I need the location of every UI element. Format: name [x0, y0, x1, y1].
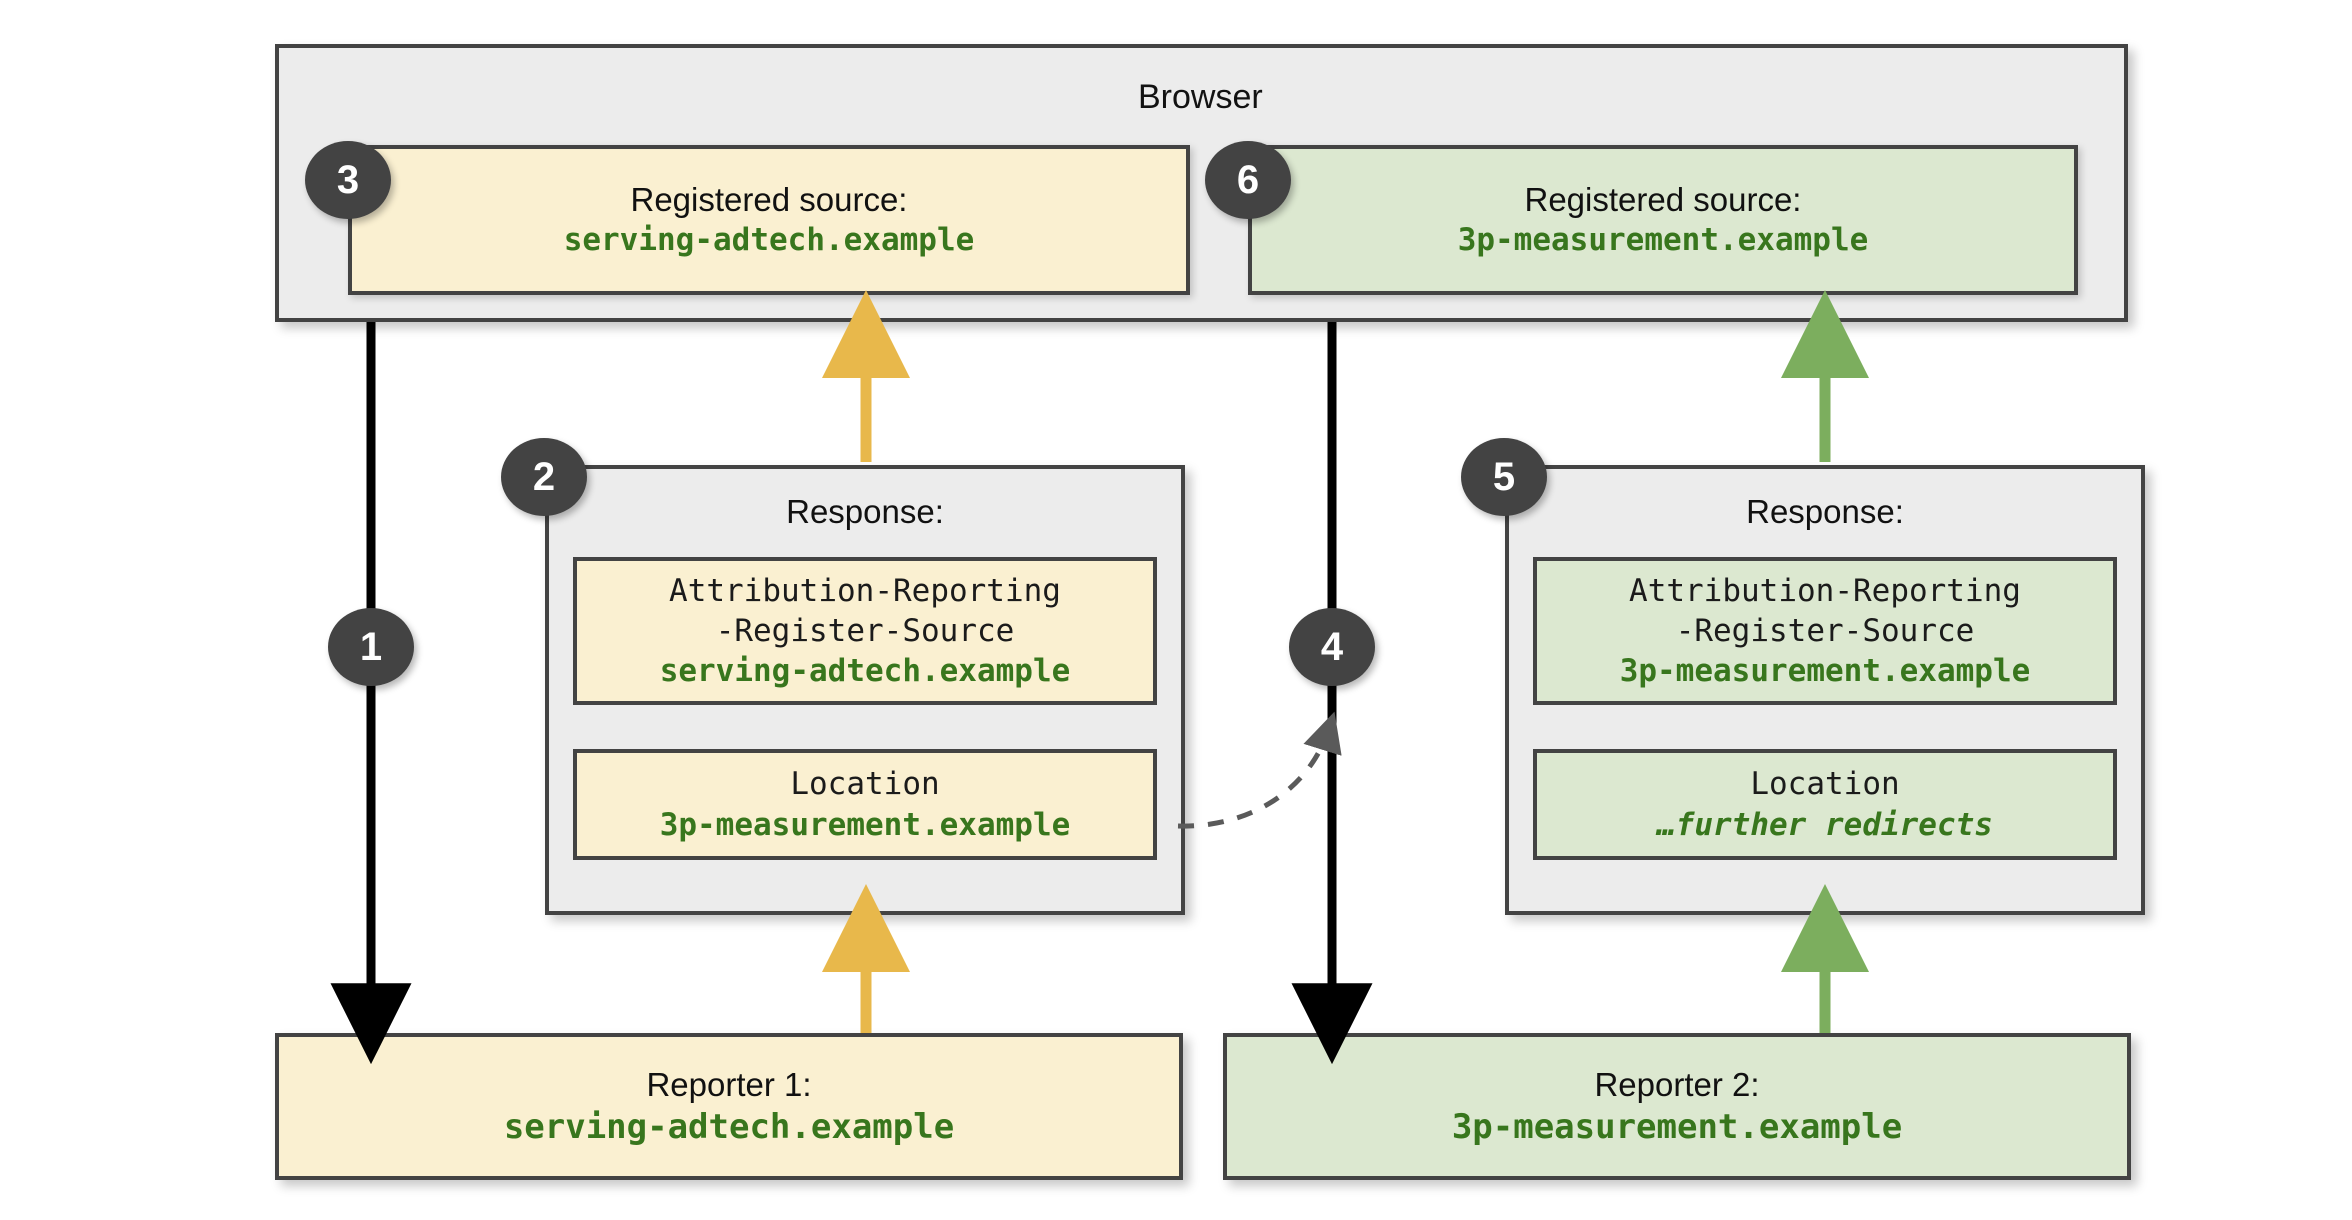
response-heading-2: Response: [1746, 493, 1904, 530]
step-badge-6: 6 [1205, 141, 1291, 219]
registered-source-card-1: Registered source: serving-adtech.exampl… [348, 145, 1190, 295]
response-2-card-1: Attribution-Reporting -Register-Source 3… [1533, 557, 2117, 705]
step-badge-2: 2 [501, 438, 587, 516]
reporter-2-heading: Reporter 2: [1594, 1065, 1760, 1103]
browser-label: Browser [1138, 78, 1263, 116]
reporter-1-value: serving-adtech.example [503, 1107, 955, 1148]
response-1-card-1: Attribution-Reporting -Register-Source s… [573, 557, 1157, 705]
step-badge-3: 3 [305, 141, 391, 219]
response-1-card-2-header-line1: Location [790, 766, 940, 803]
reporter-box-2: Reporter 2: 3p-measurement.example [1223, 1033, 2131, 1180]
reporter-1-heading: Reporter 1: [646, 1065, 812, 1103]
response-1-card-2: Location 3p-measurement.example [573, 749, 1157, 860]
response-1-card-1-header-line1: Attribution-Reporting [669, 572, 1061, 609]
response-2-card-1-header-line1: Attribution-Reporting [1629, 572, 2021, 609]
response-2-card-2-value: …further redirects [1657, 806, 1993, 843]
response-1-card-2-value: 3p-measurement.example [659, 806, 1071, 843]
response-1-card-1-header-line2: -Register-Source [715, 612, 1015, 649]
response-2-card-1-header-line2: -Register-Source [1675, 612, 1975, 649]
reporter-box-1: Reporter 1: serving-adtech.example [275, 1033, 1183, 1180]
reporter-2-value: 3p-measurement.example [1451, 1107, 1903, 1148]
registered-source-card-2: Registered source: 3p-measurement.exampl… [1248, 145, 2078, 295]
step-badge-1: 1 [328, 608, 414, 686]
registered-source-value-1: serving-adtech.example [563, 222, 975, 259]
response-heading-1: Response: [786, 493, 944, 530]
registered-source-heading-2: Registered source: [1524, 181, 1802, 219]
registered-source-heading-1: Registered source: [630, 181, 908, 219]
response-2-card-1-value: 3p-measurement.example [1619, 653, 2031, 690]
response-1-card-1-value: serving-adtech.example [659, 653, 1071, 690]
step-badge-4: 4 [1289, 608, 1375, 686]
response-2-card-2: Location …further redirects [1533, 749, 2117, 860]
registered-source-value-2: 3p-measurement.example [1457, 222, 1869, 259]
step-badge-5: 5 [1461, 438, 1547, 516]
arrow-redirect-dashed [1177, 711, 1342, 829]
response-2-card-2-header-line1: Location [1750, 766, 1900, 803]
